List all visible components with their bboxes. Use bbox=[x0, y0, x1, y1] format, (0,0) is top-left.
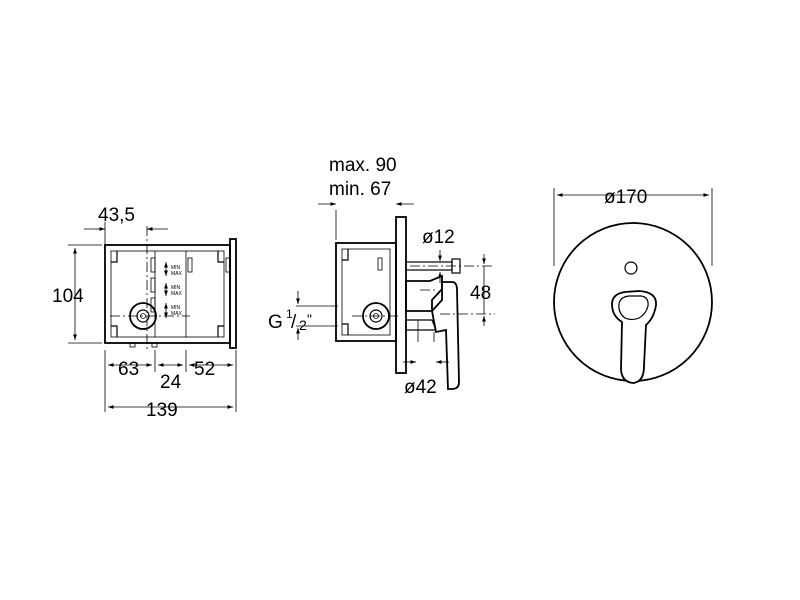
scale-mark-2: MAX bbox=[171, 271, 183, 277]
dim-plate-170: ø170 bbox=[604, 187, 647, 208]
body-view: MIN MAX MIN MAX MIN MAX 43,5 104 bbox=[52, 205, 237, 421]
thread-label: G 1 / 2 " bbox=[268, 307, 312, 333]
dim-min-67: min. 67 bbox=[329, 179, 391, 200]
dim-63: 63 bbox=[118, 359, 139, 380]
scale-mark-3: MIN bbox=[171, 285, 181, 291]
body-box bbox=[104, 244, 231, 344]
front-lever bbox=[611, 290, 657, 384]
side-lever bbox=[431, 281, 460, 390]
dim-48: 48 bbox=[470, 283, 491, 304]
dim-43-5: 43,5 bbox=[98, 205, 135, 226]
svg-text:/: / bbox=[291, 312, 297, 333]
side-view: max. 90 min. 67 ø12 48 ø42 G 1 / 2 " bbox=[268, 155, 495, 398]
body-inner-frame bbox=[110, 250, 225, 338]
side-box bbox=[335, 242, 397, 342]
dim-52: 52 bbox=[194, 359, 215, 380]
scale-mark-6: MAX bbox=[171, 311, 183, 317]
scale-mark-5: MIN bbox=[171, 305, 181, 311]
scale-mark-1: MIN bbox=[171, 265, 181, 271]
thread-inch-mark: " bbox=[307, 311, 312, 327]
scale-mark-4: MAX bbox=[171, 291, 183, 297]
front-view: ø170 bbox=[553, 187, 713, 384]
dim-139: 139 bbox=[146, 400, 178, 421]
thread-denominator: 2 bbox=[299, 317, 307, 333]
dim-104: 104 bbox=[52, 286, 84, 307]
scale-marks: MIN MAX MIN MAX MIN MAX bbox=[164, 262, 183, 318]
dim-24: 24 bbox=[160, 372, 182, 393]
side-wall-plate bbox=[395, 216, 407, 374]
thread-g: G bbox=[268, 312, 283, 333]
dim-max-90: max. 90 bbox=[329, 155, 397, 176]
diverter-hole bbox=[624, 261, 638, 275]
body-flange bbox=[229, 238, 237, 349]
thread-numerator: 1 bbox=[286, 307, 293, 321]
side-cartridge bbox=[405, 274, 443, 312]
dim-spout-42: ø42 bbox=[404, 377, 437, 398]
dim-pin-12: ø12 bbox=[422, 227, 455, 248]
